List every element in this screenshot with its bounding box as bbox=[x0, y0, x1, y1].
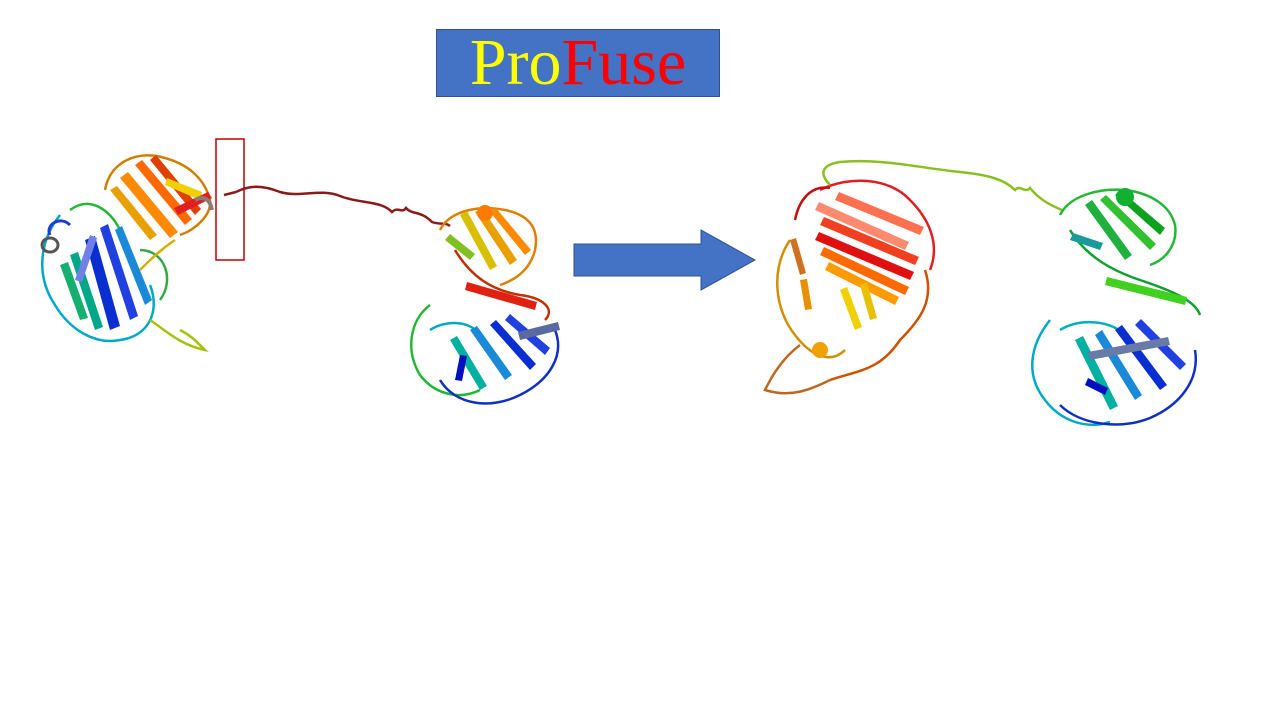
fused-protein-cool-domain bbox=[1031, 188, 1202, 427]
linker-highlight-box bbox=[215, 138, 245, 261]
protein-middle-domain-top bbox=[438, 205, 551, 321]
fused-protein-warm-domain bbox=[763, 179, 936, 395]
protein-left-domain-b bbox=[103, 154, 214, 271]
protein-middle-domain-bottom bbox=[410, 304, 560, 405]
linker-chain bbox=[235, 185, 451, 228]
right-arrow-icon bbox=[573, 229, 757, 291]
protein-left-domain-a bbox=[40, 202, 209, 353]
fused-linker bbox=[822, 159, 1063, 212]
title-part-fuse: Fuse bbox=[561, 26, 687, 99]
title-part-pro: Pro bbox=[469, 26, 562, 99]
